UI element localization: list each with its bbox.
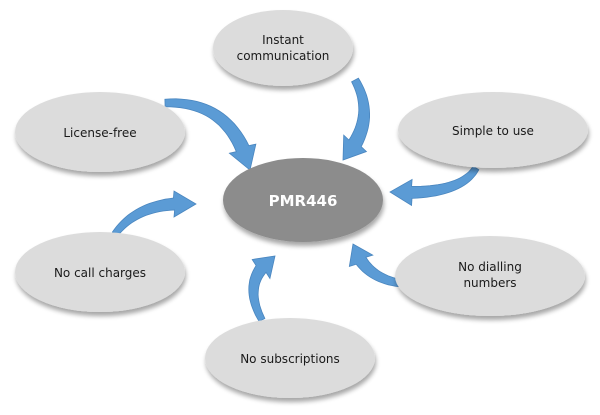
- node-label-line: Simple to use: [452, 124, 534, 138]
- node-label-line: License-free: [63, 126, 136, 140]
- node-no-subscriptions: No subscriptions: [205, 318, 375, 398]
- arrow-instant-communication: [342, 77, 370, 161]
- node-no-dialling-numbers: No dialling numbers: [395, 236, 585, 316]
- node-license-free: License-free: [15, 92, 185, 172]
- node-label-line: Instant: [262, 33, 304, 47]
- arrow-no-dialling-numbers: [348, 243, 411, 288]
- node-label-line: communication: [237, 49, 330, 63]
- arrow-simple-to-use: [389, 165, 480, 207]
- node-no-call-charges: No call charges: [15, 232, 185, 312]
- center-label: PMR446: [269, 192, 338, 210]
- center-node-pmr446: PMR446: [223, 158, 383, 242]
- arrow-no-call-charges: [111, 190, 197, 237]
- node-simple-to-use: Simple to use: [398, 92, 588, 168]
- node-label-line: No subscriptions: [240, 352, 340, 366]
- arrow-no-subscriptions: [248, 255, 276, 323]
- node-label-line: No dialling: [458, 260, 522, 274]
- arrow-license-free: [164, 98, 257, 171]
- node-instant-communication: Instant communication: [213, 10, 353, 86]
- node-label-line: numbers: [463, 276, 516, 290]
- node-label-line: No call charges: [54, 266, 146, 280]
